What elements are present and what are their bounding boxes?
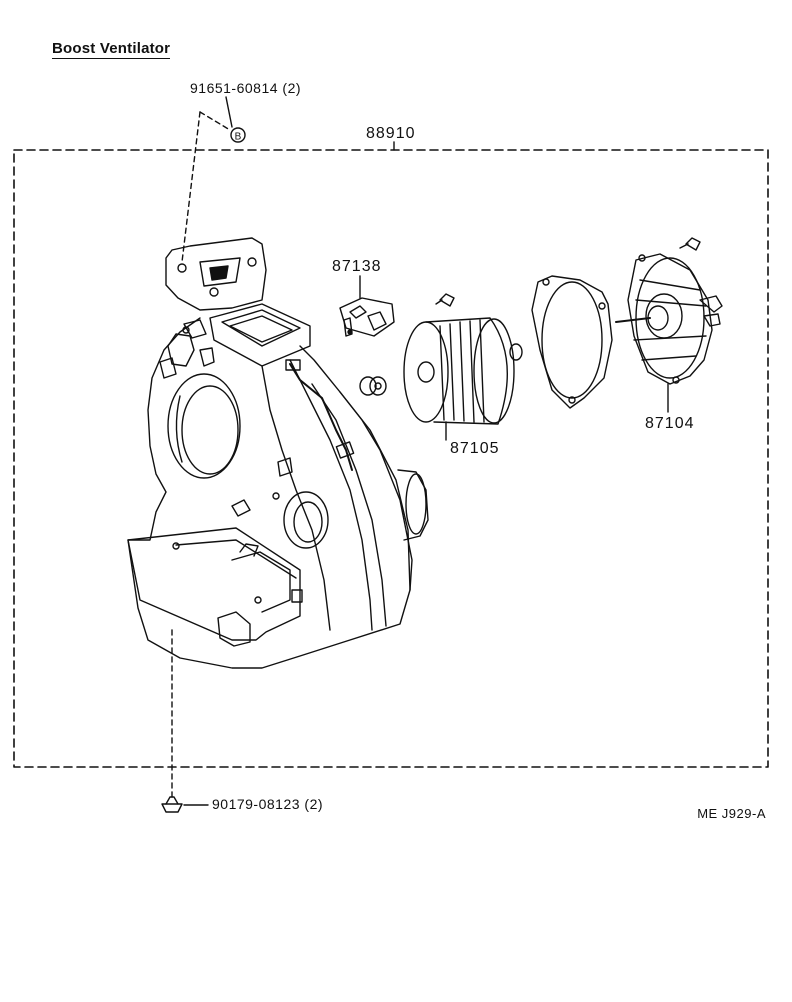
part-number-assembly: 88910 (366, 125, 416, 142)
blower-motor-part (615, 253, 723, 413)
clip-icon (161, 796, 183, 813)
screw-leader-dashed-2 (181, 111, 201, 263)
fan-screw-part (435, 293, 455, 307)
part-number-fan: 87105 (450, 440, 500, 457)
washer-part (509, 343, 523, 361)
diagram-reference: ME J929-A (697, 806, 766, 821)
part-number-resistor: 87138 (332, 258, 382, 275)
blower-fan-part (403, 317, 515, 441)
part-number-clip: 90179-08123 (2) (212, 796, 324, 812)
blower-housing (127, 237, 429, 669)
grommet-part (359, 376, 387, 396)
part-number-screw: 91651-60814 (2) (190, 80, 302, 96)
diagram-title: Boost Ventilator (52, 40, 171, 59)
motor-screw-part (679, 237, 701, 251)
resistor-part (339, 275, 395, 337)
screw-leader (225, 96, 233, 128)
screw-b-marker: B (230, 127, 246, 143)
gasket-plate-part (531, 275, 613, 409)
part-number-motor: 87104 (645, 415, 695, 432)
assembly-boundary (13, 149, 769, 768)
screw-marker-letter: B (235, 132, 242, 143)
screw-leader-dashed-1 (199, 111, 231, 131)
